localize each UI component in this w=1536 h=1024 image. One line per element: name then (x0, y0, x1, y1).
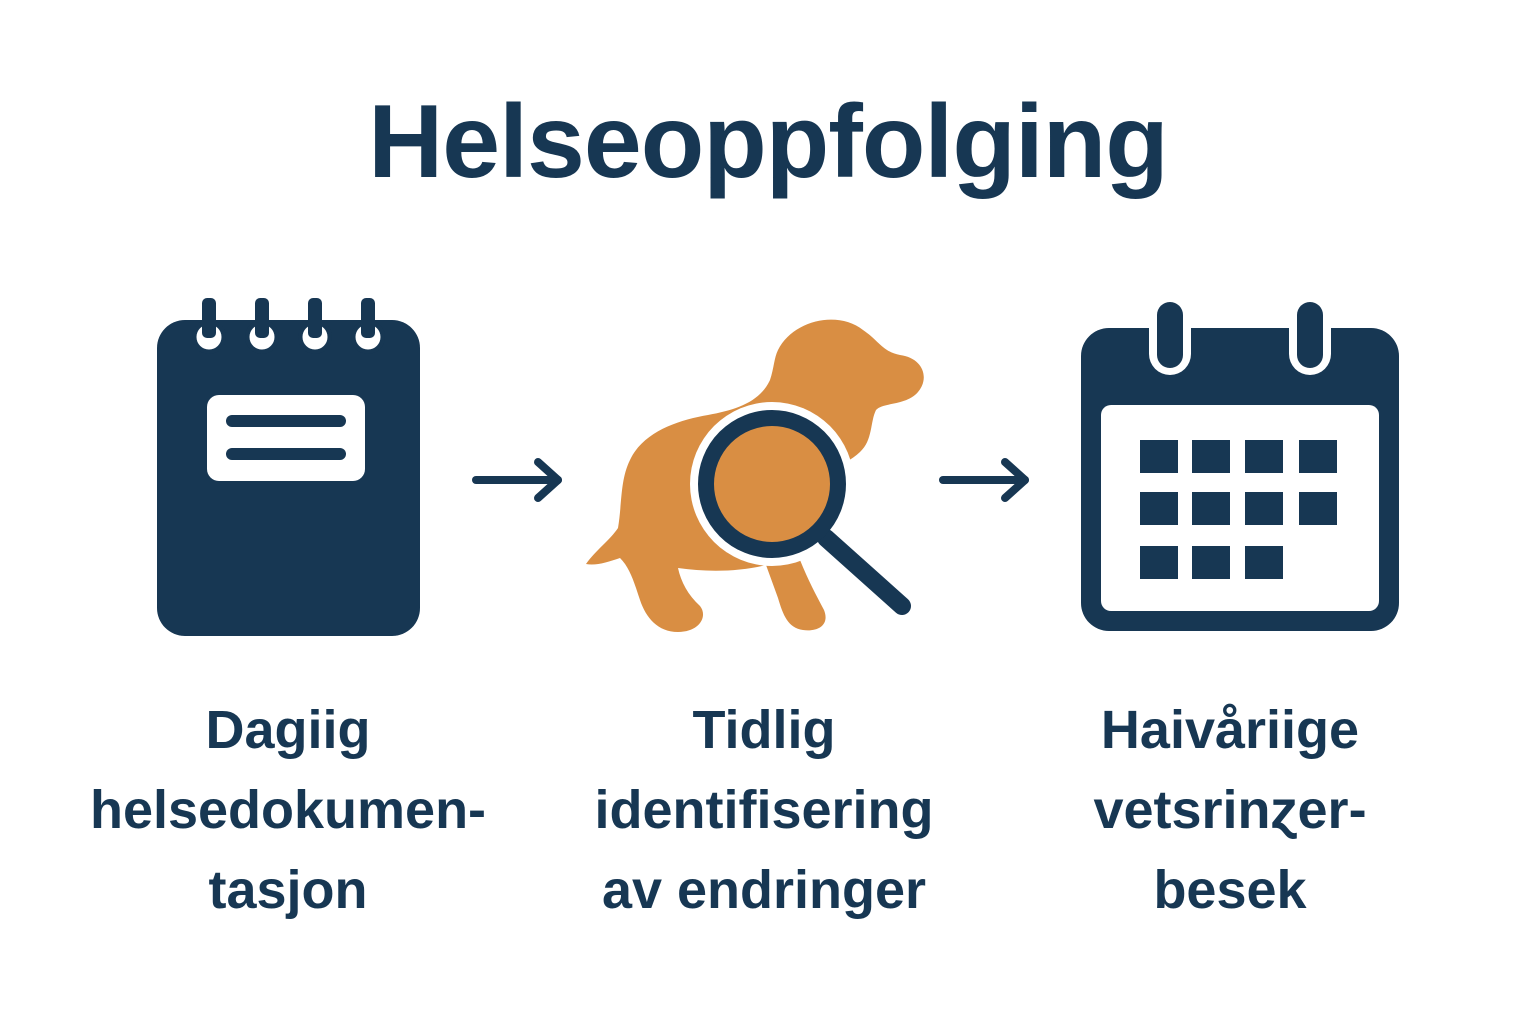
step-label-vet-visits: Haivåriige vetsrinɀer- besek (1000, 690, 1460, 930)
label-line: Dagiig (205, 700, 371, 760)
label-line: Haivåriige (1100, 700, 1360, 760)
label-line: besek (1153, 860, 1307, 920)
label-line: vetsrinɀer- (1093, 780, 1367, 840)
label-line: helsedokumen- (89, 780, 487, 840)
label-line: tasjon (208, 860, 368, 920)
notebook-icon (157, 298, 420, 636)
dog-magnifier-icon (586, 319, 924, 632)
page-title: Helseoppfolging (368, 84, 1169, 200)
arrow-right-icon (472, 458, 562, 502)
step-label-early-detection: Tidlig identifisering av endringer (534, 690, 994, 930)
label-line: av endringer (601, 860, 927, 920)
label-line: Tidlig (692, 700, 836, 760)
label-line: identifisering (594, 780, 934, 840)
arrow-right-icon (939, 458, 1029, 502)
step-label-documentation: Dagiig helsedokumen- tasjon (58, 690, 518, 930)
calendar-icon (1081, 295, 1399, 631)
